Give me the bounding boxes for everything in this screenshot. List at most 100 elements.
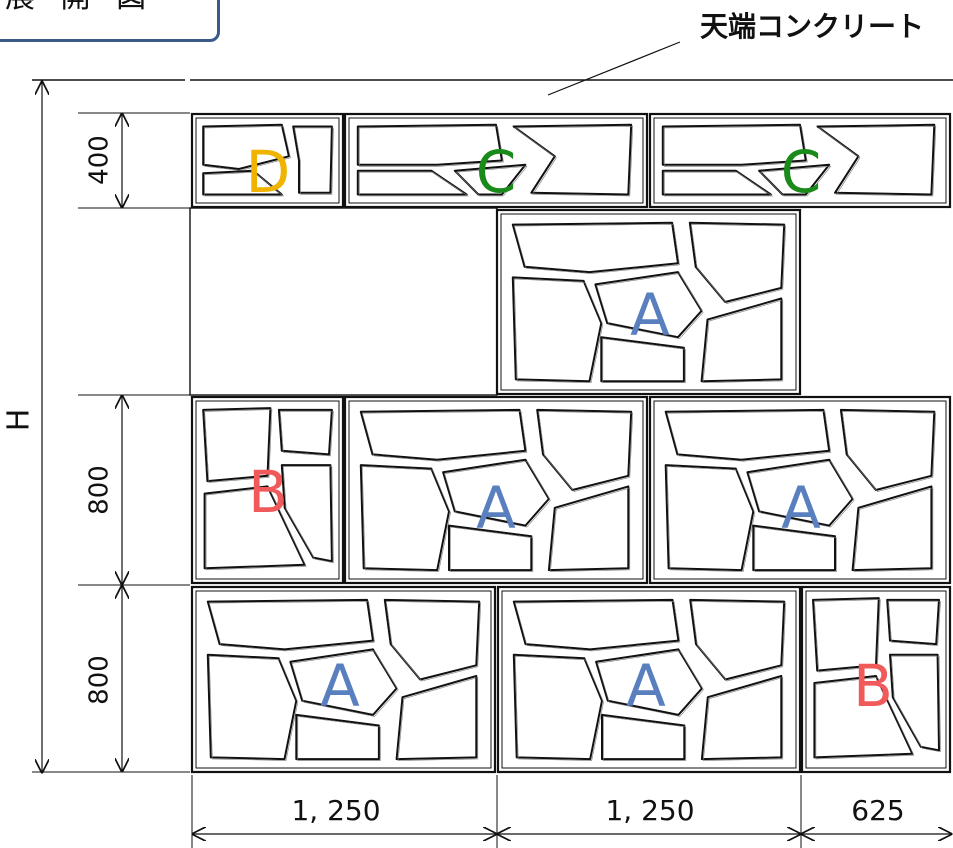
stone: [812, 597, 880, 672]
stone-edge: [291, 650, 399, 717]
stone: [206, 598, 374, 651]
stone: [359, 408, 527, 461]
stone: [752, 524, 836, 572]
letter-row4-a1: A: [320, 652, 360, 720]
letter-mid-a: A: [630, 281, 670, 349]
stone-panel-c: [648, 112, 952, 209]
stone-edge: [358, 125, 504, 167]
stone-edge: [455, 165, 528, 197]
stone: [700, 297, 783, 383]
stone-edge: [602, 338, 686, 384]
stone: [277, 408, 333, 456]
stone-edge: [888, 601, 941, 646]
stone: [601, 713, 686, 761]
stone-edge: [663, 171, 774, 197]
stone: [594, 271, 703, 339]
stone: [688, 221, 786, 303]
letter-row3-a2: A: [781, 474, 821, 542]
stone: [664, 408, 831, 461]
stone-edge: [385, 601, 482, 682]
stone: [202, 407, 272, 483]
stone: [292, 125, 333, 194]
stone: [512, 598, 680, 651]
stone: [839, 408, 936, 491]
letter-row3-b: B: [248, 458, 288, 526]
stone-edge: [666, 411, 832, 462]
stone-panel-b: [190, 395, 345, 585]
letter-row4-a2: A: [626, 652, 666, 720]
stone-panel-b: [800, 585, 952, 774]
stone-edge: [204, 409, 273, 483]
stone: [512, 123, 633, 196]
stone-panel-a: [495, 208, 802, 396]
stone: [813, 675, 914, 759]
stone-panel-a: [343, 395, 649, 585]
stone-edge: [818, 125, 937, 197]
stone: [536, 408, 633, 491]
stone-panel-a: [190, 585, 497, 774]
stone-edge: [759, 165, 832, 197]
stone: [448, 524, 533, 572]
stone-edge: [294, 127, 334, 195]
stone-edge: [514, 125, 634, 197]
stone-edge: [538, 411, 634, 492]
stone: [280, 464, 333, 563]
stone: [359, 464, 450, 572]
stone-edge: [513, 223, 680, 274]
dim-400-label: 400: [85, 135, 115, 185]
stone: [700, 675, 783, 761]
stone: [661, 123, 807, 166]
stone-panel-a: [648, 395, 952, 585]
stone-edge: [691, 601, 787, 682]
stone-edge: [891, 655, 941, 753]
stone: [356, 123, 503, 166]
stone-edge: [596, 273, 704, 340]
letter-row3-a1: A: [476, 474, 516, 542]
stone: [816, 123, 936, 196]
letter-row1-d: D: [246, 138, 291, 206]
stone-edge: [282, 466, 334, 564]
stone: [395, 675, 478, 761]
stone-edge: [815, 677, 915, 760]
wall-outline-mid: [189, 207, 498, 396]
stone-edge: [297, 716, 381, 761]
w-dim-2-label: 1, 250: [605, 794, 694, 827]
stone-edge: [361, 466, 451, 572]
letter-row4-b: B: [853, 652, 893, 720]
stone-edge: [842, 411, 937, 492]
stone: [851, 485, 933, 572]
stone-edge: [204, 171, 285, 197]
stone-edge: [205, 487, 307, 571]
stone: [689, 598, 786, 681]
w-dim-3-label: 625: [851, 794, 904, 827]
h-dim-label: H: [2, 409, 37, 432]
stone: [600, 336, 685, 383]
w-dim-1-label: 1, 250: [291, 794, 380, 827]
stone: [202, 123, 290, 170]
stone-edge: [513, 278, 604, 384]
stone: [511, 221, 679, 274]
stone: [595, 648, 703, 716]
stone: [746, 458, 854, 527]
leader-line: [547, 41, 681, 96]
dim-800a-label: 800: [85, 465, 115, 515]
stone: [889, 653, 940, 752]
stone-edge: [690, 223, 787, 304]
stone-edge: [514, 655, 604, 761]
stone: [206, 653, 298, 761]
stone: [664, 464, 755, 572]
stone-edge: [597, 650, 704, 717]
title-box: 展 開 図: [0, 0, 220, 42]
top-concrete-label: 天端コンクリート: [700, 10, 924, 43]
stone-edge: [663, 125, 808, 167]
stone-edge: [703, 677, 784, 761]
stone-edge: [814, 599, 881, 673]
stone-edge: [204, 125, 291, 171]
letter-row1-c2: C: [781, 138, 822, 206]
stone: [547, 485, 630, 572]
stone-edge: [550, 487, 631, 572]
stone-edge: [702, 299, 784, 384]
stone-edge: [514, 601, 681, 652]
stone-edge: [754, 526, 837, 572]
stone-edge: [208, 601, 375, 652]
